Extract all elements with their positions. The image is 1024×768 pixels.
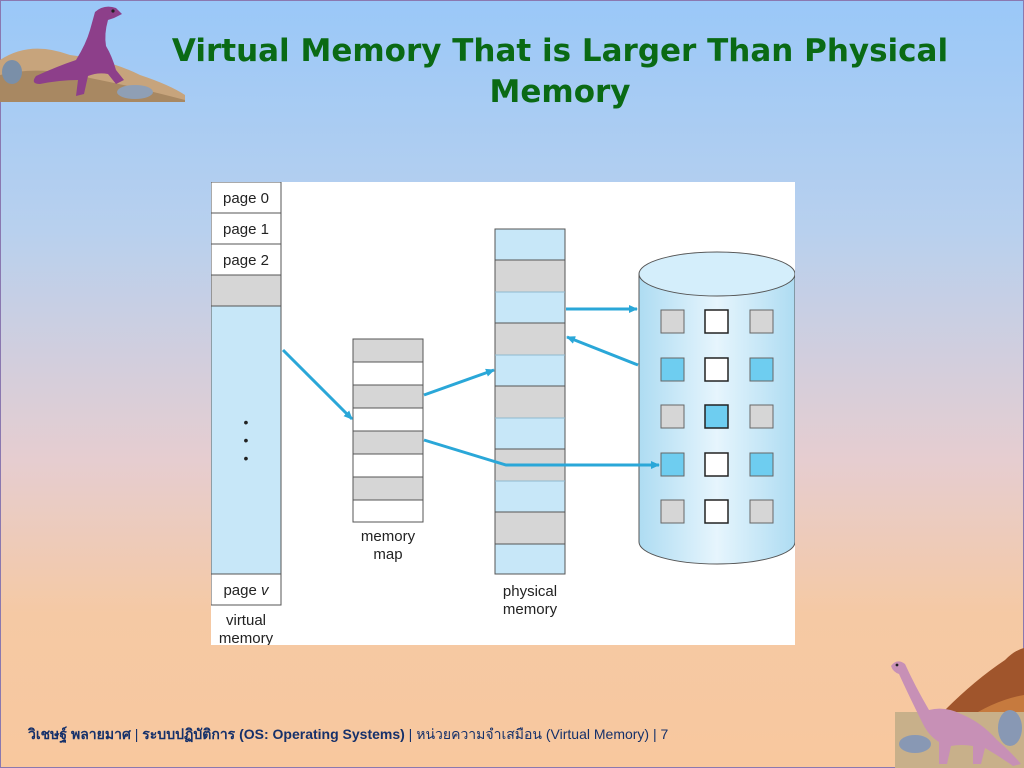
footer-author: วิเชษฐ์ พลายมาศ [28,726,131,742]
physical-memory-column: physical memory [494,228,566,618]
footer-course: ระบบปฏิบัติการ (OS: Operating Systems) [142,726,405,742]
virtual-memory-label-2: memory [219,630,274,645]
physical-memory-label-1: physical [503,583,557,600]
ellipsis-dot-3: • [244,450,249,466]
arrow-disk-to-physical [566,335,639,367]
virtual-page-v [211,573,282,606]
page-1-label: page 1 [223,221,269,238]
mapping-arrows [281,305,660,469]
arrow-map-to-disk [423,438,660,469]
virtual-memory-label-1: virtual [226,612,266,629]
page-v-prefix: page [223,582,261,599]
ellipsis-dot-2: • [244,432,249,448]
memory-map: memory map [352,338,424,563]
virtual-page-0 [211,182,282,214]
page-0-label: page 0 [223,190,269,207]
footer-topic: หน่วยความจำเสมือน (Virtual Memory) [416,726,650,742]
slide-footer: วิเชษฐ์ พลายมาศ | ระบบปฏิบัติการ (OS: Op… [28,724,668,746]
memory-map-label-2: map [373,546,402,563]
virtual-page-gray [211,274,282,307]
virtual-page-1 [211,212,282,245]
dinosaur-trex-icon [0,6,185,102]
footer-separator-3: | [649,726,661,742]
footer-separator-2: | [404,726,417,742]
page-2-label: page 2 [223,252,269,269]
page-v-var: v [261,582,270,599]
disk-cylinder-icon [638,251,795,565]
ellipsis-dot-1: • [244,414,249,430]
slide-title: Virtual Memory That is Larger Than Physi… [171,32,949,110]
memory-diagram: page 0 page 1 page 2 • • • page v virtua… [211,182,795,645]
dinosaur-sauropod-icon [891,648,1024,768]
virtual-memory-column: page 0 page 1 page 2 • • • page v virtua… [211,182,282,645]
arrow-map-to-physical [423,368,495,397]
virtual-page-range [211,305,282,575]
memory-map-label-1: memory [361,528,416,545]
footer-page-number: 7 [660,726,669,742]
arrow-virtual-to-map [281,348,354,421]
page-v-label: page v [223,582,270,599]
physical-memory-label-2: memory [503,601,558,618]
footer-separator-1: | [130,726,143,742]
